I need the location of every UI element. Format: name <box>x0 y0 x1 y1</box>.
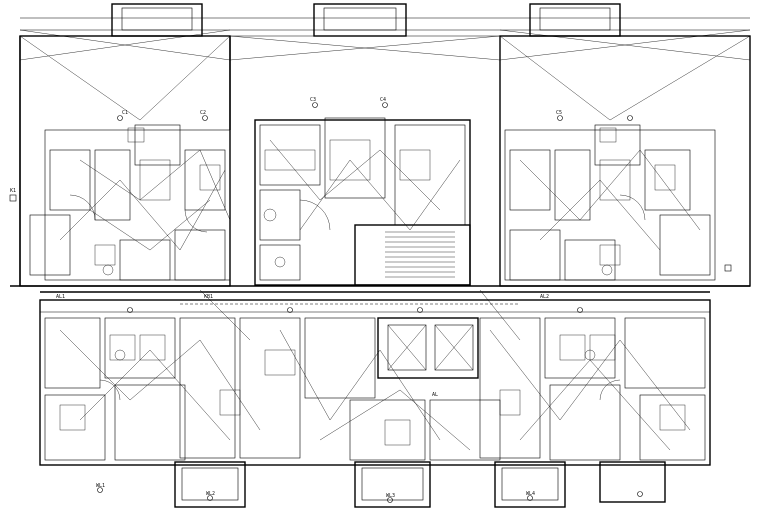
panel-label: AL <box>432 392 438 398</box>
center-core <box>254 117 471 286</box>
circuit-label: WL2 <box>206 491 215 497</box>
lower-wing <box>39 299 711 466</box>
corridor-label: KB1 <box>204 294 213 300</box>
bottom-facade <box>174 461 666 508</box>
circuit-label: C2 <box>200 110 206 116</box>
wiring-runs <box>59 139 701 451</box>
circuit-label: K1 <box>10 188 16 194</box>
elevator-core <box>377 317 479 379</box>
electrical-symbols <box>9 102 732 503</box>
corridor <box>10 285 750 313</box>
circuit-label: C3 <box>310 97 316 103</box>
circuit-label: AL2 <box>540 294 549 300</box>
top-facade <box>19 3 751 61</box>
circuit-labels: C1 C2 C3 C4 C5 WL1 WL2 WL3 WL4 AL1 AL2 K… <box>10 97 562 499</box>
upper-wing-left <box>19 35 231 287</box>
circuit-label: C1 <box>122 110 128 116</box>
circuit-label: C5 <box>556 110 562 116</box>
upper-wing-right <box>499 35 751 287</box>
stair-core <box>354 224 471 286</box>
circuit-label: WL1 <box>96 483 105 489</box>
circuit-label: WL3 <box>386 493 395 499</box>
circuit-label: C4 <box>380 97 386 103</box>
stair-treads <box>385 231 455 278</box>
circuit-label: WL4 <box>526 491 535 497</box>
circuit-label: AL1 <box>56 294 65 300</box>
